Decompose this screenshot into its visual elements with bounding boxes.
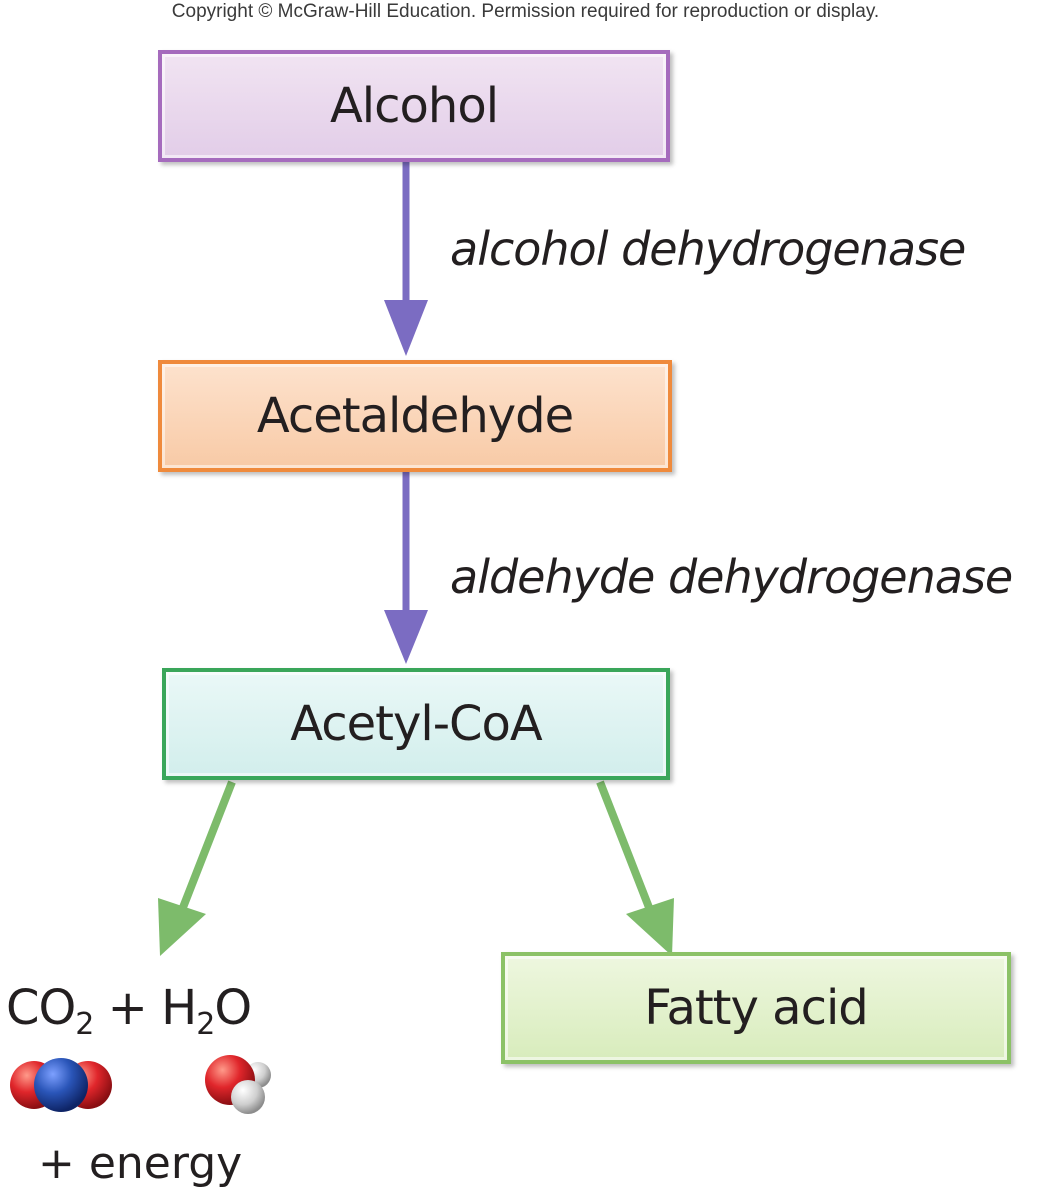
alcohol-label: Alcohol — [329, 78, 499, 134]
acetaldehyde-node: Acetaldehyde — [158, 360, 672, 472]
arrow-acetylcoa-to-fattyacid — [596, 780, 674, 956]
co2-molecule-icon — [10, 1058, 112, 1112]
plus-sign: + — [107, 980, 148, 1036]
acetyl-coa-node: Acetyl-CoA — [162, 668, 670, 780]
h2o-h-text: H — [161, 980, 197, 1036]
acetyl-coa-label: Acetyl-CoA — [290, 696, 543, 752]
arrow-acetaldehyde-to-acetylcoa — [384, 472, 428, 664]
copyright-notice: Copyright © McGraw-Hill Education. Permi… — [171, 1, 880, 22]
fatty-acid-label: Fatty acid — [644, 980, 869, 1036]
co2-h2o-formula: CO2 + H2O — [6, 980, 252, 1040]
arrow-alcohol-to-acetaldehyde — [384, 162, 428, 356]
co2-subscript: 2 — [75, 1007, 94, 1042]
alcohol-dehydrogenase-label: alcohol dehydrogenase — [450, 222, 966, 276]
arrow-acetylcoa-to-co2-h2o — [158, 780, 236, 956]
co2-text: CO — [6, 980, 76, 1036]
h2o-molecule-icon — [205, 1055, 271, 1114]
h2o-o-text: O — [214, 980, 252, 1036]
acetaldehyde-label: Acetaldehyde — [256, 388, 574, 444]
alcohol-node: Alcohol — [158, 50, 670, 162]
aldehyde-dehydrogenase-label: aldehyde dehydrogenase — [450, 550, 1013, 604]
h2o-subscript: 2 — [196, 1007, 215, 1042]
fatty-acid-node: Fatty acid — [501, 952, 1011, 1064]
energy-label: + energy — [38, 1138, 243, 1189]
